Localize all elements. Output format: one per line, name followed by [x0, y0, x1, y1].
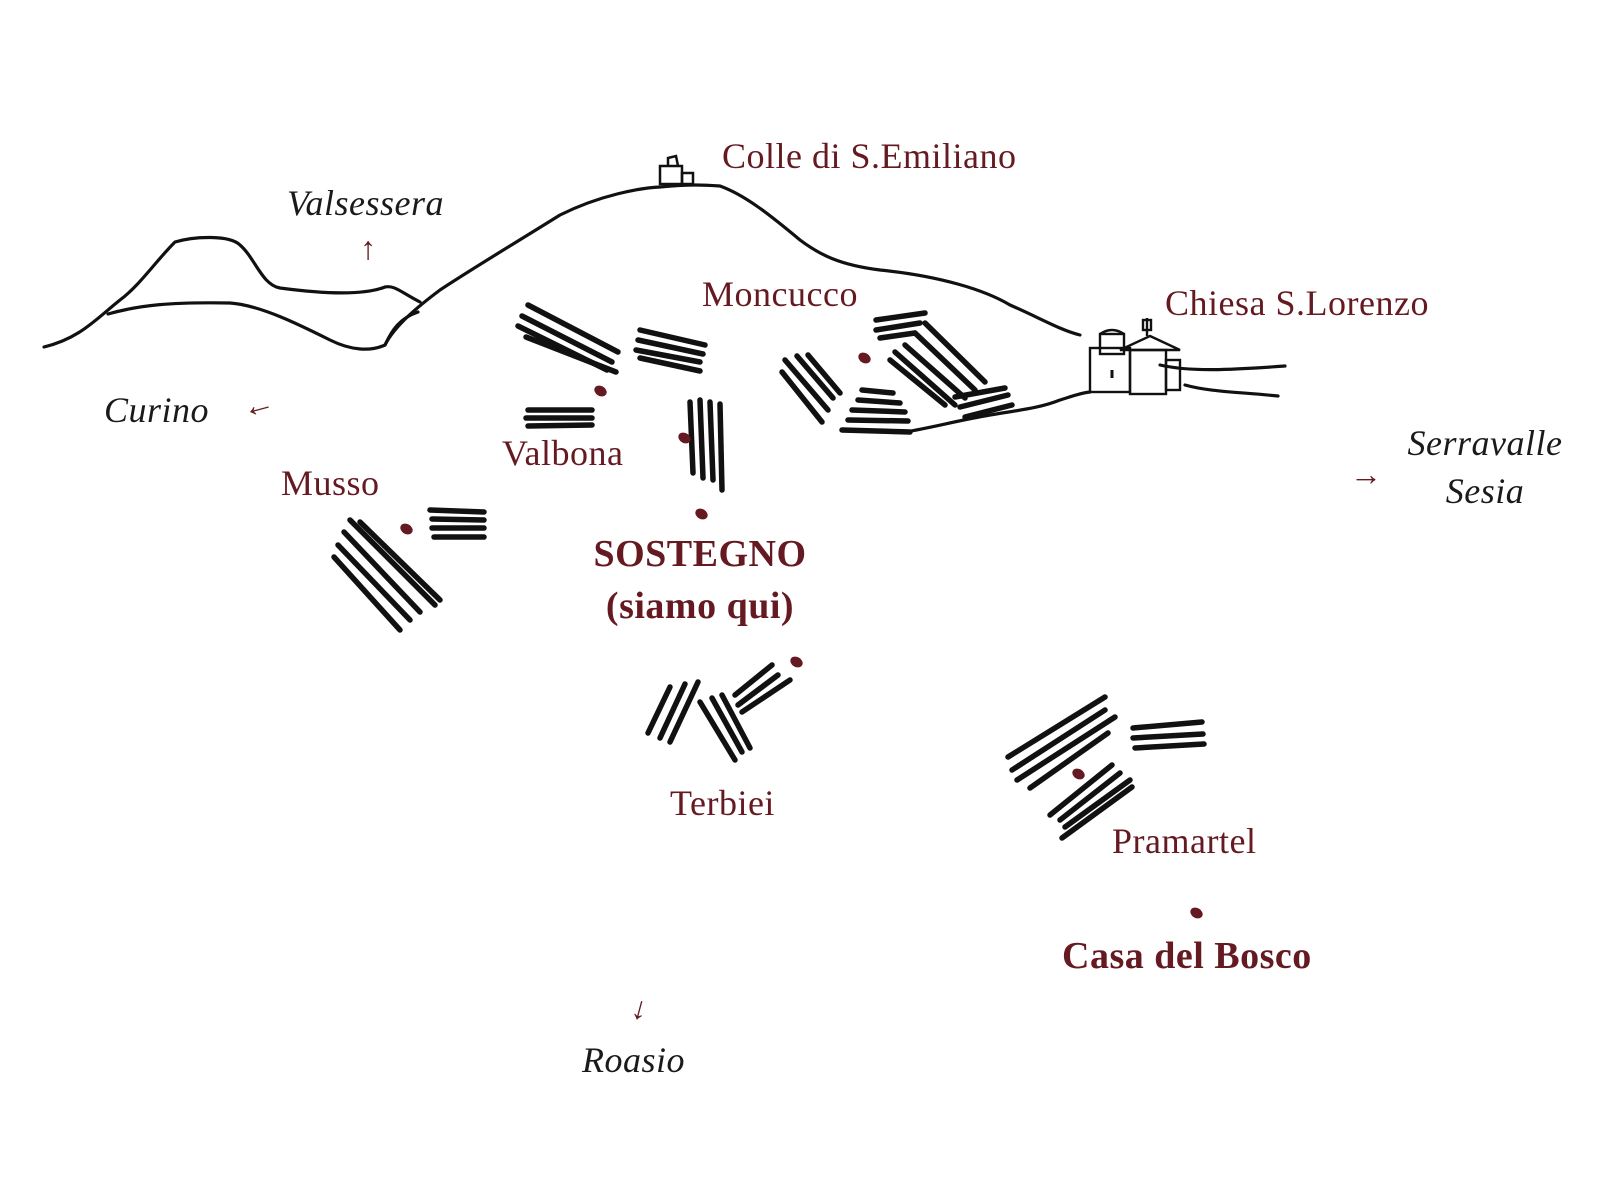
place-musso: Musso: [281, 463, 380, 503]
vineyard-moncucco-2: [873, 310, 928, 341]
church-icon: [1088, 318, 1182, 396]
destination-valsessera: Valsessera: [287, 183, 444, 223]
vineyard-musso-1: [427, 507, 487, 540]
place-pramartel: Pramartel: [1112, 821, 1257, 861]
arrow-right-icon: →: [1350, 456, 1382, 492]
destination-serravalle-sesia: Serravalle Sesia: [1390, 425, 1580, 509]
vineyard-moncucco-5: [952, 385, 1015, 420]
vineyard-pramartel-1: [1005, 694, 1118, 791]
place-valbona: Valbona: [502, 433, 624, 473]
slope-under-church: [903, 390, 1092, 434]
place-sostegno-label: SOSTEGNO: [593, 533, 807, 575]
vineyards: [331, 302, 1207, 841]
vineyard-moncucco-4: [839, 387, 913, 435]
place-sostegno-sublabel: (siamo qui): [605, 585, 795, 627]
destination-sesia-label: Sesia: [1445, 471, 1525, 511]
vineyard-moncucco-3: [887, 320, 988, 408]
place-sostegno: SOSTEGNO (siamo qui): [570, 535, 830, 625]
vineyard-musso-2: [331, 517, 443, 633]
destination-serravalle-label: Serravalle: [1407, 423, 1563, 463]
vineyard-terbiei-2: [697, 692, 753, 763]
main-ridge: [383, 183, 1082, 347]
vineyard-valbona-2: [633, 327, 708, 374]
place-terbiei: Terbiei: [670, 783, 775, 823]
landmark-colle-di-s-emiliano: Colle di S.Emiliano: [722, 136, 1017, 176]
landmark-chiesa-s-lorenzo: Chiesa S.Lorenzo: [1165, 283, 1429, 323]
vineyard-terbiei-1: [645, 679, 701, 745]
hill-ridge-front: [106, 301, 420, 351]
vineyard-moncucco-1: [779, 352, 843, 425]
destination-curino: Curino: [104, 390, 210, 430]
vineyard-pramartel-3: [1047, 762, 1135, 841]
vineyard-terbiei-3: [732, 662, 793, 715]
hill-ridge-back: [42, 235, 422, 349]
ridge-right: [1158, 363, 1287, 372]
vineyard-valbona-1: [515, 302, 621, 375]
place-moncucco: Moncucco: [702, 274, 858, 314]
ridge-right-lower: [1183, 383, 1280, 398]
vineyard-valbona-vertical: [687, 397, 725, 493]
chapel-icon: [658, 154, 695, 186]
arrow-up-icon: ↑: [360, 230, 376, 266]
destination-roasio: Roasio: [582, 1040, 686, 1080]
vineyard-pramartel-2: [1130, 719, 1207, 751]
vineyard-valbona-3: [523, 407, 595, 429]
place-casa-del-bosco: Casa del Bosco: [1062, 935, 1312, 977]
